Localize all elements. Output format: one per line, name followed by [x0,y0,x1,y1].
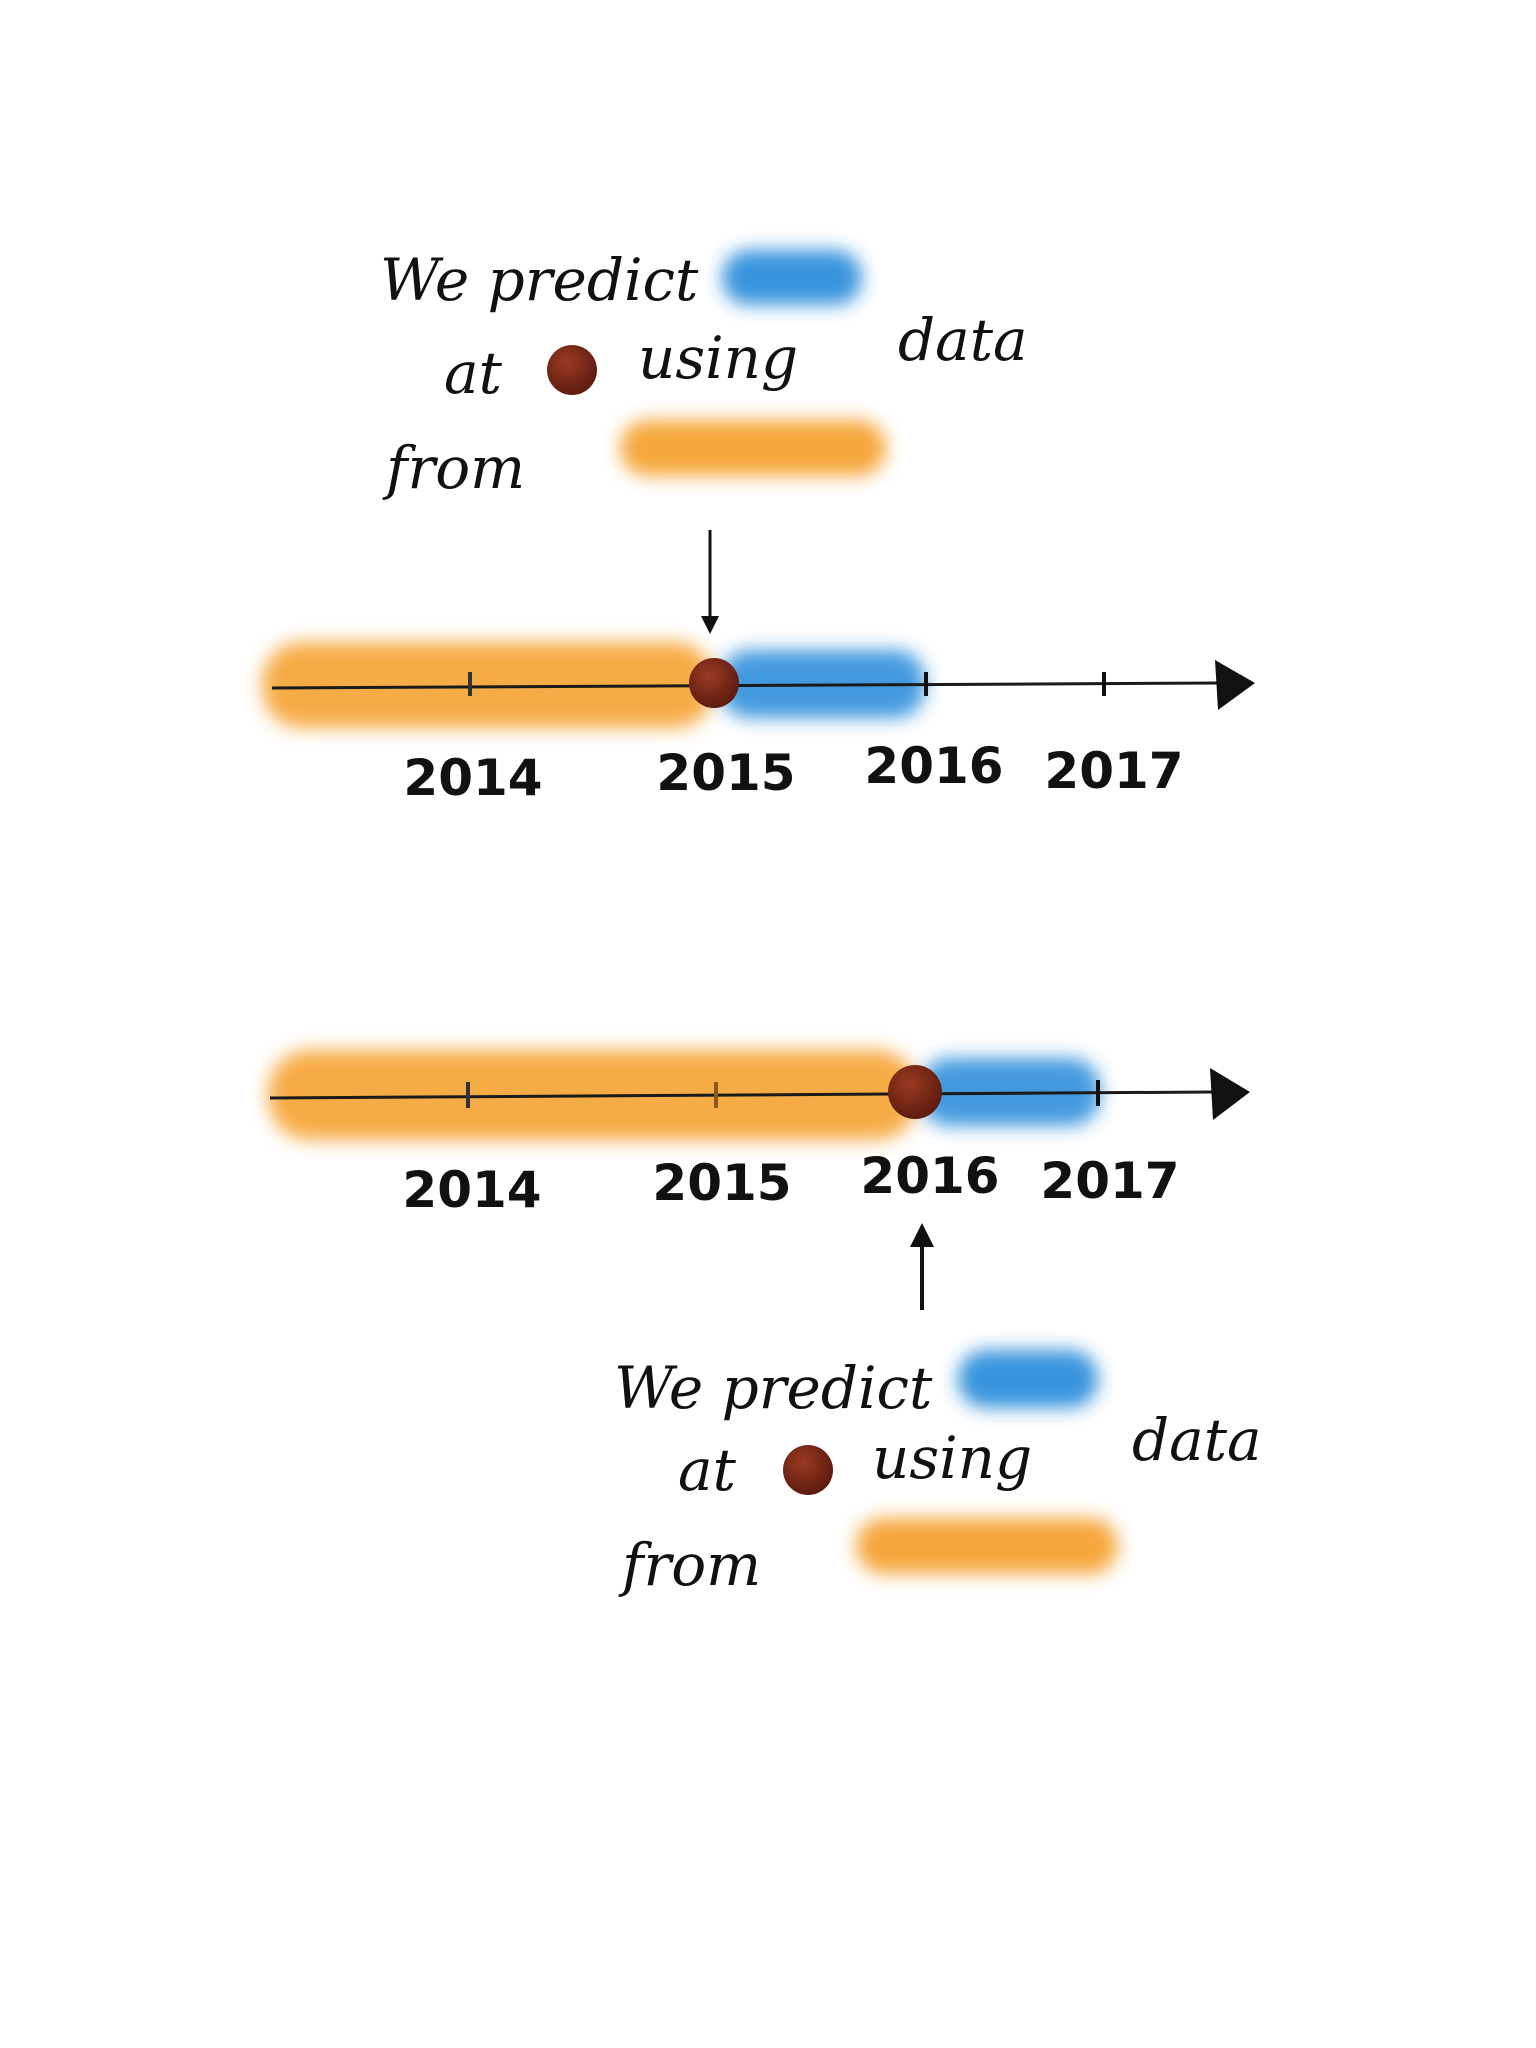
orange-swatch-top [620,420,886,476]
tick-label-top-2017: 2017 [1044,742,1183,800]
caption-bottom-using: using [872,1424,1032,1492]
tick-label-bottom-2014: 2014 [402,1161,541,1219]
caption-bottom: We predict at using data from [614,1350,1262,1599]
prediction-point-top [689,658,739,708]
caption-top: We predict at using data from [380,246,1028,634]
timeline-bottom: 2014 2015 2016 2017 [268,1050,1250,1310]
orange-swatch-bottom [856,1518,1118,1574]
training-band-top [262,642,714,728]
tick-label-top-2015: 2015 [656,744,795,802]
caption-top-using: using [638,324,798,392]
caption-bottom-at: at [678,1436,737,1504]
axis-arrowhead-bottom [1210,1068,1250,1120]
caption-bottom-line1: We predict [614,1354,933,1422]
dot-swatch-bottom [783,1445,833,1495]
dot-swatch-top [547,345,597,395]
timeline-top: 2014 2015 2016 2017 [262,642,1255,807]
tick-label-top-2016: 2016 [864,737,1003,795]
axis-arrowhead-top [1215,660,1255,710]
caption-top-line1: We predict [380,246,699,314]
axis-line-bottom [269,1090,1213,1100]
caption-bottom-data: data [1132,1406,1262,1474]
prediction-point-bottom [888,1065,942,1119]
blue-swatch-top [722,250,862,305]
tick-label-bottom-2015: 2015 [652,1154,791,1212]
axis-line-top [271,681,1221,690]
blue-swatch-bottom [958,1350,1098,1408]
tick-label-bottom-2016: 2016 [860,1147,999,1205]
caption-bottom-from: from [618,1531,761,1599]
caption-top-at: at [444,339,503,407]
tick-label-bottom-2017: 2017 [1040,1152,1179,1210]
caption-top-from: from [382,434,525,502]
tick-label-top-2014: 2014 [403,749,542,807]
caption-top-data: data [898,306,1028,374]
